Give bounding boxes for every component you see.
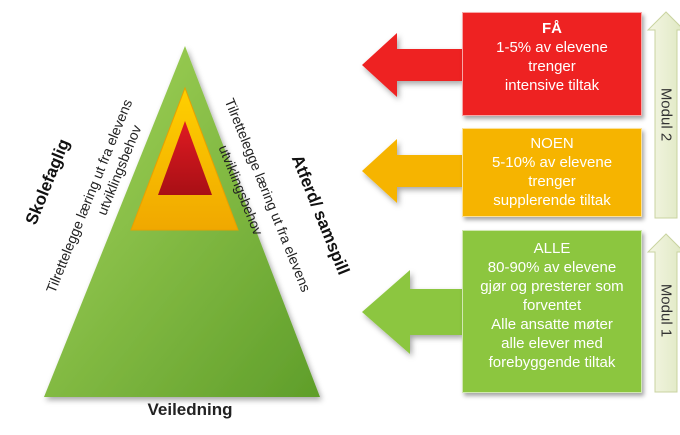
tier-line: supplerende tiltak: [493, 192, 611, 209]
tier-title: NOEN: [530, 135, 574, 152]
pyramid-inner-triangle: [158, 121, 212, 195]
tier-line: Alle ansatte møter: [491, 316, 613, 333]
module2-label: Modul 2: [657, 87, 675, 142]
tier-line: trenger: [528, 173, 576, 190]
tier-box-some: NOEN 5-10% av elevene trenger supplerend…: [462, 128, 642, 217]
arrow-yellow: [362, 139, 462, 203]
tier-line: 80-90% av elevene: [487, 259, 617, 276]
module1-arrow: [646, 233, 680, 393]
tier-title: ALLE: [533, 240, 571, 257]
base-label: Veiledning: [147, 400, 233, 419]
tier-box-all: ALLE 80-90% av elevene gjør og presterer…: [462, 230, 642, 393]
tier-line: forventet: [522, 297, 582, 314]
tier-line: trenger: [528, 58, 576, 75]
module2-arrow: [646, 11, 680, 219]
arrow-green: [362, 270, 462, 354]
tier-title: FÅ: [542, 20, 562, 37]
arrow-red: [362, 33, 462, 97]
module1-label: Modul 1: [657, 283, 675, 338]
tier-line: 1-5% av elevene: [496, 39, 608, 56]
tier-box-few: FÅ 1-5% av elevene trenger intensive til…: [462, 12, 642, 116]
tier-line: forebyggende tiltak: [488, 354, 616, 371]
tier-line: intensive tiltak: [504, 77, 600, 94]
tier-line: gjør og presterer som: [480, 278, 624, 295]
tier-line: alle elever med: [501, 335, 603, 352]
tier-line: 5-10% av elevene: [491, 154, 613, 171]
